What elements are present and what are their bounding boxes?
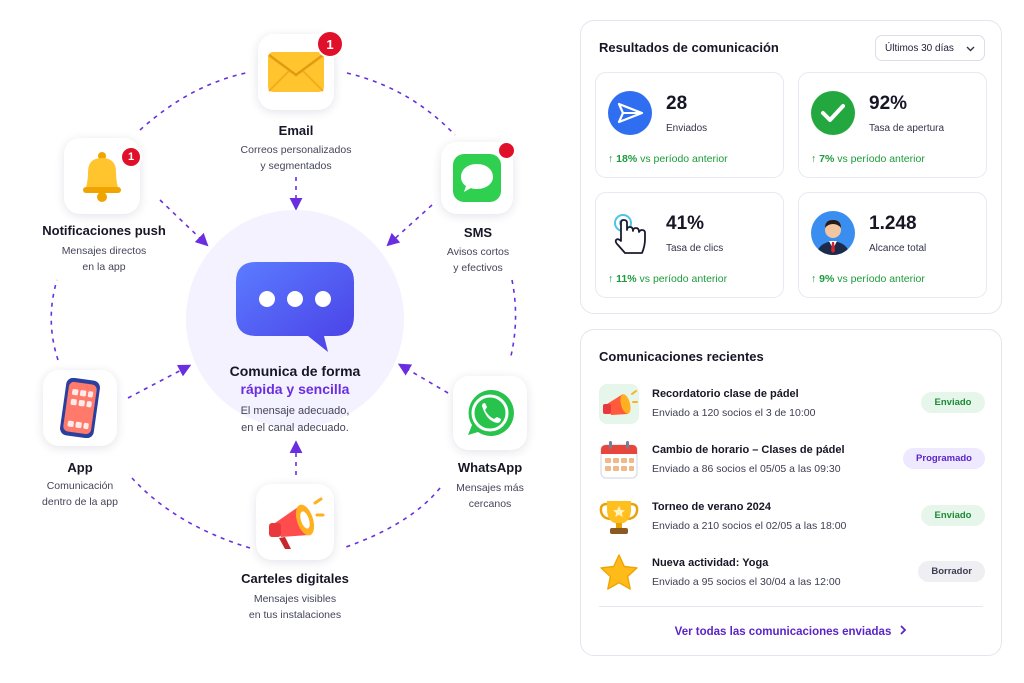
item-title: Nueva actividad: Yoga	[652, 557, 769, 569]
item-subtitle: Enviado a 86 socios el 05/05 a las 09:30	[652, 463, 841, 475]
email-channel-tile	[258, 34, 334, 110]
smartphone-icon	[60, 378, 100, 438]
signage-channel-tile	[256, 484, 334, 560]
view-all-label: Ver todas las comunicaciones enviadas	[674, 626, 892, 638]
stat-value: 28	[666, 93, 688, 114]
connector-lines	[50, 72, 517, 549]
email-desc-1: Correos personalizados	[240, 144, 352, 156]
date-range-select[interactable]: Últimos 30 días	[875, 35, 985, 61]
sms-desc-1: Avisos cortos	[446, 246, 510, 258]
date-range-value: Últimos 30 días	[885, 42, 954, 54]
stat-trend: ↑ 18% vs período anterior	[608, 153, 728, 165]
click-hand-icon	[614, 214, 646, 254]
sms-title: SMS	[463, 225, 493, 240]
chevron-right-icon	[900, 625, 907, 635]
item-title: Cambio de horario – Clases de pádel	[652, 444, 845, 456]
center-accent: rápida y sencilla	[240, 381, 350, 397]
email-desc-2: y segmentados	[260, 160, 332, 172]
check-icon	[811, 91, 855, 135]
chat-bubble-icon	[236, 262, 354, 352]
stat-label: Tasa de clics	[666, 243, 724, 254]
signage-desc-2: en tus instalaciones	[248, 609, 342, 621]
push-desc-1: Mensajes directos	[61, 245, 147, 257]
results-title: Resultados de comunicación	[599, 40, 779, 55]
trend-percent: ↑ 11%	[608, 273, 637, 285]
stat-trend: ↑ 11% vs período anterior	[608, 273, 727, 285]
app-desc-2: dentro de la app	[42, 496, 118, 508]
sms-desc-2: y efectivos	[453, 262, 503, 274]
person-avatar-icon	[811, 211, 855, 255]
push-desc-2: en la app	[82, 261, 126, 273]
trend-percent: ↑ 18%	[608, 153, 638, 165]
stat-trend: ↑ 7% vs período anterior	[811, 153, 925, 165]
signage-title: Carteles digitales	[241, 571, 349, 586]
center-desc-2: en el canal adecuado.	[241, 422, 349, 434]
trend-text: vs período anterior	[837, 273, 925, 285]
envelope-icon	[268, 52, 324, 92]
list-item[interactable]: Recordatorio clase de pádel Enviado a 12…	[599, 380, 987, 430]
item-subtitle: Enviado a 95 socios el 30/04 a las 12:00	[652, 576, 841, 588]
megaphone-icon	[269, 497, 325, 549]
app-channel-tile	[43, 370, 117, 446]
trend-text: vs período anterior	[639, 273, 728, 285]
whatsapp-icon	[468, 389, 514, 436]
stat-value: 1.248	[869, 213, 917, 234]
app-desc-1: Comunicación	[46, 480, 114, 492]
stat-label: Enviados	[666, 123, 708, 134]
whatsapp-channel-tile	[453, 376, 527, 450]
results-panel: Resultados de comunicación Últimos 30 dí…	[580, 20, 1002, 314]
item-title: Recordatorio clase de pádel	[652, 388, 799, 400]
app-title: App	[67, 460, 93, 475]
status-badge: Enviado	[921, 505, 985, 526]
bell-icon	[83, 152, 121, 202]
trend-text: vs período anterior	[837, 153, 925, 165]
stat-card-reach: 1.248 Alcance total ↑ 9% vs período ante…	[798, 192, 987, 298]
channels-diagram: 1 Email Correos personalizados y segment…	[42, 30, 527, 621]
sms-bubble-icon	[453, 154, 501, 202]
center-desc-1: El mensaje adecuado,	[240, 405, 350, 417]
status-badge: Enviado	[921, 392, 985, 413]
trend-percent: ↑ 7%	[811, 153, 835, 165]
stat-label: Tasa de apertura	[869, 123, 945, 134]
stat-value: 41%	[666, 213, 705, 234]
status-badge: Borrador	[918, 561, 985, 582]
stat-trend: ↑ 9% vs período anterior	[811, 273, 925, 285]
stat-label: Alcance total	[869, 243, 927, 254]
status-badge: Programado	[903, 448, 985, 469]
list-item[interactable]: Cambio de horario – Clases de pádel Envi…	[599, 436, 987, 486]
chevron-down-icon	[966, 46, 975, 52]
list-item[interactable]: Nueva actividad: Yoga Enviado a 95 socio…	[599, 549, 987, 599]
center-title: Comunica de forma	[229, 363, 361, 379]
megaphone-icon	[599, 384, 639, 424]
divider	[599, 606, 983, 607]
email-title: Email	[278, 123, 314, 138]
recent-communications-panel: Comunicaciones recientes Recordatorio cl…	[580, 329, 1002, 656]
item-subtitle: Enviado a 210 socios el 02/05 a las 18:0…	[652, 520, 847, 532]
whatsapp-desc-1: Mensajes más	[456, 482, 524, 494]
whatsapp-title: WhatsApp	[457, 460, 523, 475]
sms-notification-dot	[497, 141, 516, 160]
push-notification-badge: 1	[120, 146, 142, 168]
calendar-icon	[600, 441, 638, 479]
list-item[interactable]: Torneo de verano 2024 Enviado a 210 soci…	[599, 493, 987, 543]
recent-title: Comunicaciones recientes	[599, 349, 764, 364]
email-notification-badge: 1	[316, 30, 344, 58]
trend-percent: ↑ 9%	[811, 273, 835, 285]
star-icon	[600, 554, 638, 590]
stat-value: 92%	[869, 93, 908, 114]
push-title: Notificaciones push	[42, 223, 166, 238]
stat-card-sent: 28 Enviados ↑ 18% vs período anterior	[595, 72, 784, 178]
item-subtitle: Enviado a 120 socios el 3 de 10:00	[652, 407, 816, 419]
center-description: El mensaje adecuado, en el canal adecuad…	[190, 403, 400, 437]
stat-card-open-rate: 92% Tasa de apertura ↑ 7% vs período ant…	[798, 72, 987, 178]
view-all-link[interactable]: Ver todas las comunicaciones enviadas	[581, 625, 1001, 638]
send-icon	[608, 91, 652, 135]
stat-card-click-rate: 41% Tasa de clics ↑ 11% vs período anter…	[595, 192, 784, 298]
trophy-icon	[599, 501, 639, 534]
trend-text: vs período anterior	[640, 153, 728, 165]
whatsapp-desc-2: cercanos	[468, 498, 512, 510]
item-title: Torneo de verano 2024	[652, 501, 772, 513]
signage-desc-1: Mensajes visibles	[253, 593, 337, 605]
